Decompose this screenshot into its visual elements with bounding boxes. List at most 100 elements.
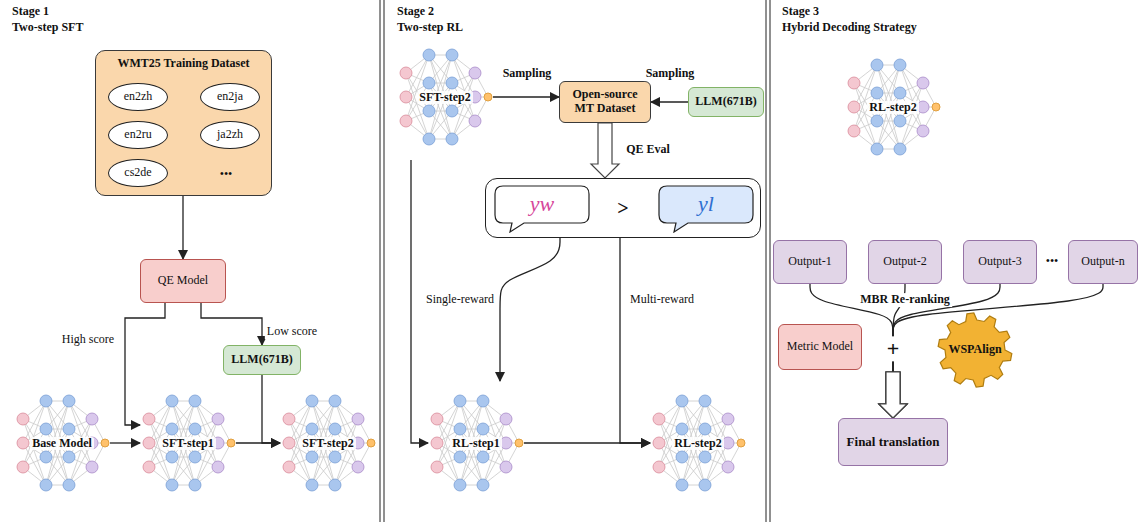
stage-heading: Two-step SFT [12,21,83,35]
network-neuron [871,115,883,127]
network-neuron [306,423,318,435]
network-neuron [17,437,29,449]
network-neuron [400,91,412,103]
connector [110,443,140,444]
node-text: en2ru [124,128,151,142]
network-neuron [17,461,29,473]
edge-label: Multi-reward [628,293,696,307]
block-arrow [879,372,907,418]
network-neuron [86,413,98,425]
network-neuron [329,451,341,463]
output-box: Output-n [1068,240,1138,284]
network-neuron [500,461,512,473]
network-neuron [329,423,341,435]
network-neuron [306,451,318,463]
node-text: Output-1 [788,255,831,269]
network-neuron [871,143,883,155]
node-text: LLM(671B) [231,353,292,367]
separator-line [384,0,385,522]
edge-label: Low score [265,325,319,339]
network-neuron [212,413,224,425]
network-neuron [446,49,458,61]
network-neuron [400,67,412,79]
separator-line [770,0,771,522]
network-neuron [722,413,734,425]
network-neuron [189,423,201,435]
output-box: Output-1 [773,240,847,284]
llm-box: LLM(671B) [688,87,764,117]
annotation-label: MBR Re-ranking [858,293,952,307]
node-text: WSPAlign [948,343,1001,357]
network-model: Base Model [14,381,110,506]
network-neuron [477,479,489,491]
network-neuron [86,461,98,473]
network-neuron [469,115,481,127]
network-neuron [469,67,481,79]
separator-line [380,0,381,522]
network-neuron [500,413,512,425]
node-text: Base Model [30,437,94,451]
network-neuron [212,461,224,473]
dataset-box: WMT25 Training Dataseten2zhen2jaen2ruja2… [95,50,272,196]
stage-heading: Stage 3 [782,5,819,19]
network-neuron [166,451,178,463]
output-box: Output-2 [868,240,942,284]
network-neuron [454,451,466,463]
node-text: yl [698,191,714,216]
node-text: > [617,197,628,220]
network-neuron [894,87,906,99]
gear-outline [938,313,1012,387]
network-model: SFT-step2 [397,35,493,160]
network-neuron [454,395,466,407]
network-neuron [477,423,489,435]
network-neuron [894,115,906,127]
network-neuron [699,479,711,491]
network-neuron [143,461,155,473]
network-neuron [423,105,435,117]
network-neuron [676,423,688,435]
network-neuron [676,451,688,463]
network-output [737,439,745,447]
network-neuron [699,451,711,463]
network-neuron [17,413,29,425]
network-neuron [40,451,52,463]
network-neuron [63,479,75,491]
node-text: Metric Model [787,340,853,354]
network-model: RL-step2 [650,381,746,506]
network-neuron [306,395,318,407]
separator-line [766,0,767,522]
network-neuron [653,461,665,473]
network-output [367,439,375,447]
network-neuron [63,423,75,435]
network-model: RL-step1 [428,381,524,506]
connector-line [651,101,688,102]
network-neuron [329,479,341,491]
rejected-bubble: yl [658,185,754,233]
node-text: QE Model [158,274,208,288]
stage-heading: Stage 2 [397,5,434,19]
connector-line [500,238,560,381]
network-model: RL-step2 [845,45,941,170]
connector-line [493,96,559,97]
edge-label: Single-reward [424,293,496,307]
network-neuron [454,423,466,435]
network-neuron [894,143,906,155]
network-model: SFT-step2 [280,381,376,506]
edge-label: Sampling [644,67,697,81]
node-text: ja2zh [217,128,243,142]
connector [620,238,650,443]
connector-line [182,196,183,259]
node-text: RL-step2 [867,101,918,115]
speech-bubble-outline [659,186,753,232]
network-neuron [283,437,295,449]
qe-model-box: QE Model [140,259,226,303]
connector-line [262,375,280,443]
network-neuron [917,77,929,89]
language-pair-ellipse: en2ru [108,121,168,149]
network-neuron [871,59,883,71]
block-arrow [879,372,907,418]
network-neuron [894,59,906,71]
network-neuron [871,87,883,99]
annotation-label: ••• [220,168,233,182]
edge-label: QE Eval [624,143,672,157]
